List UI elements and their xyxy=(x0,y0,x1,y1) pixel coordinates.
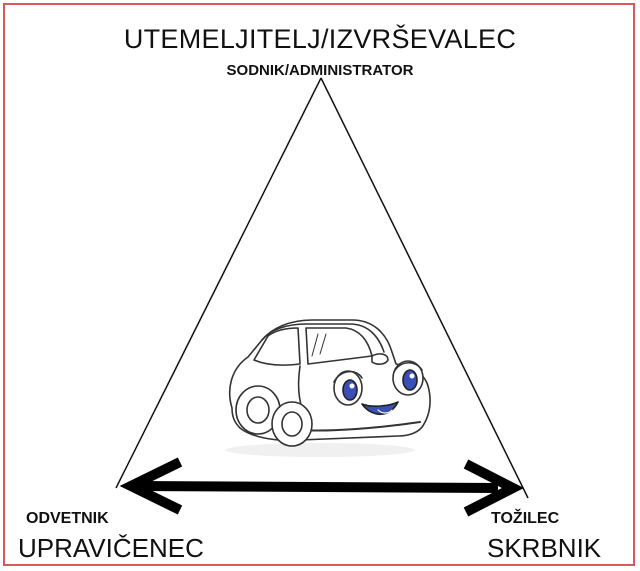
car-shadow xyxy=(225,443,415,457)
car-right-eye-glint xyxy=(409,373,415,379)
triangle-left-edge xyxy=(115,77,322,489)
car-front-hubcap xyxy=(281,411,303,437)
car-tongue xyxy=(377,409,393,414)
car-left-eye-glint xyxy=(349,383,355,389)
triangle-right-edge xyxy=(320,77,529,499)
arrow-shaft xyxy=(135,481,499,493)
car-left-eyelid xyxy=(333,370,363,383)
car-left-pupil xyxy=(342,379,358,401)
double-headed-arrow xyxy=(119,457,524,517)
top-node-subtitle: SODNIK/ADMINISTRATOR xyxy=(226,62,414,79)
arrow-head-left xyxy=(119,457,183,515)
triangle xyxy=(115,77,529,499)
left-node-subtitle: ODVETNIK xyxy=(26,510,109,527)
car-rear-hubcap xyxy=(246,396,270,424)
car-illustration xyxy=(225,319,431,457)
car-roof-line xyxy=(261,323,385,353)
right-node-title: SKRBNIK xyxy=(487,533,602,563)
right-node-subtitle: TOŽILEC xyxy=(491,510,560,527)
left-node-title: UPRAVIČENEC xyxy=(18,533,204,563)
windshield-shine-2 xyxy=(319,333,327,355)
car-rear-window xyxy=(253,327,301,366)
car-mirror xyxy=(371,353,389,365)
windshield-shine xyxy=(311,333,319,357)
top-node-title: UTEMELJITELJ/IZVRŠEVALEC xyxy=(123,24,517,54)
arrow-head-right xyxy=(463,459,524,517)
car-smile xyxy=(361,401,399,416)
diagram-frame xyxy=(3,3,635,566)
car-right-pupil xyxy=(402,369,418,391)
car-right-eyelid xyxy=(393,361,423,373)
